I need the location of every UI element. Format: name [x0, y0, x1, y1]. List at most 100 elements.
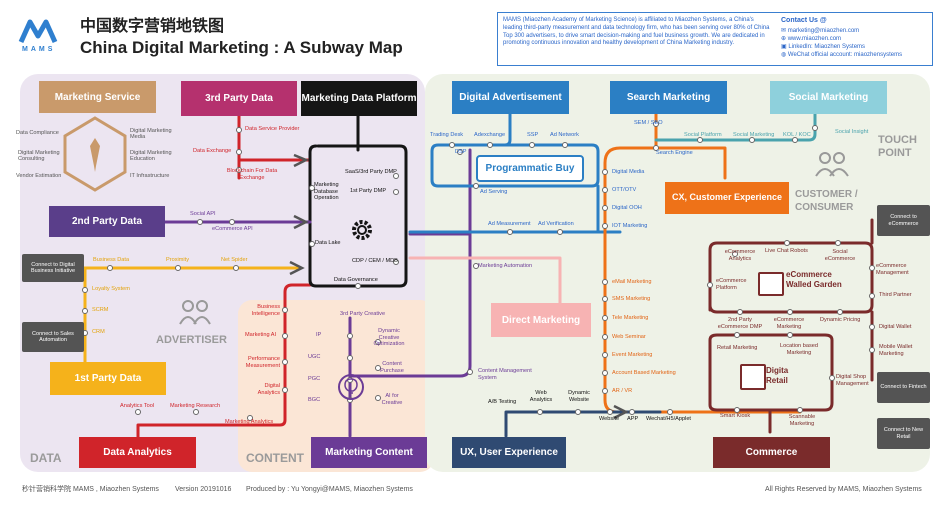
st-sem-seo: SEM / SEO — [634, 120, 663, 126]
connect-digital-business[interactable]: Connect to Digital Business Initiative — [22, 254, 84, 282]
st-mobile-wallet: Mobile Wallet Marketing — [879, 344, 913, 357]
st-perf: Performance Measurement — [245, 356, 280, 369]
st-ad-serving: Ad Serving — [480, 189, 508, 195]
box-marketing-data-platform[interactable]: Marketing Data Platform — [301, 81, 417, 116]
title-cn: 中国数字营销地铁图 — [80, 18, 225, 35]
connect-sales-automation[interactable]: Connect to Sales Automation — [22, 322, 84, 352]
footer-left: 秒针营销科学院 MAMS , Miaozhen Systems — [22, 486, 159, 493]
st-ec-marketing: eCommerce Marketing — [773, 317, 805, 330]
box-marketing-service[interactable]: Marketing Service — [39, 81, 156, 113]
contact-web[interactable]: ⊕ www.miaozhen.com — [781, 36, 842, 43]
st-abm: Account Based Marketing — [612, 370, 676, 376]
box-third-party-data[interactable]: 3rd Party Data — [181, 81, 297, 116]
contact-linkedin[interactable]: ▣ LinkedIn: Miaozhen Systems — [781, 44, 866, 51]
st-ar-vr: AR / VR — [612, 388, 633, 394]
st-digital-analytics: Digital Analytics — [257, 383, 280, 396]
st-marketing-automation: Marketing Automation — [478, 263, 533, 269]
globe-icon: ⊕ — [781, 36, 788, 43]
st-location-marketing: Location based Marketing — [780, 343, 818, 356]
box-data-analytics[interactable]: Data Analytics — [79, 437, 196, 468]
box-ux[interactable]: UX, User Experience — [452, 437, 566, 468]
box-direct-marketing[interactable]: Direct Marketing — [491, 303, 591, 337]
service-consulting: Digital Marketing Consulting — [18, 150, 60, 163]
mams-logo-icon — [18, 19, 58, 44]
st-ec-management: eCommerce Management — [876, 263, 909, 276]
box-digital-advertisement[interactable]: Digital Advertisement — [452, 81, 569, 114]
st-digital-shop: Digital Shop Management — [836, 374, 869, 387]
line-blue — [408, 106, 622, 234]
st-saas-dmp: SaaS/3rd Party DMP — [345, 169, 397, 175]
gear-icon — [346, 214, 378, 246]
contact-email[interactable]: ✉ marketing@miaozhen.com — [781, 28, 860, 34]
box-second-party-data[interactable]: 2nd Party Data — [49, 206, 165, 237]
box-cx[interactable]: CX, Customer Experience — [665, 182, 789, 214]
st-retail-marketing: Retail Marketing — [717, 345, 758, 351]
st-event: Event Marketing — [612, 352, 653, 358]
box-commerce[interactable]: Commerce — [713, 437, 830, 468]
line-teal — [654, 106, 817, 142]
st-ecommerce-api: eCommerce API — [212, 226, 253, 232]
st-scannable: Scannable Marketing — [788, 414, 816, 427]
zone-customer: CUSTOMER / CONSUMER — [795, 189, 858, 213]
st-cdp: CDP / CEM / MDB — [352, 258, 398, 264]
connect-ecommerce[interactable]: Connect to eCommerce — [877, 205, 930, 236]
st-third-partner: Third Partner — [879, 292, 912, 298]
st-dsp: DSP — [455, 149, 467, 155]
st-marketing-analytics: Marketing Analytics — [225, 419, 274, 425]
st-ec-analytics: eCommerce Analytics — [724, 249, 756, 262]
service-education: Digital Marketing Education — [130, 150, 172, 163]
customer-icon — [813, 150, 853, 180]
st-app: APP — [627, 416, 639, 422]
connect-new-retail[interactable]: Connect to New Retail — [877, 418, 930, 449]
st-analytics-tool: Analytics Tool — [120, 403, 155, 409]
box-marketing-content[interactable]: Marketing Content — [311, 437, 427, 468]
ecommerce-icon — [758, 272, 784, 296]
box-search-marketing[interactable]: Search Marketing — [610, 81, 727, 114]
box-programmatic-buy[interactable]: Programmatic Buy — [476, 155, 584, 182]
footer-produced: Produced by : Yu Yongyi@MAMS, Miaozhen S… — [246, 486, 413, 493]
box-first-party-data[interactable]: 1st Party Data — [50, 362, 166, 395]
st-ad-verification: Ad Verification — [538, 221, 574, 227]
zone-advertiser: ADVERTISER — [156, 334, 227, 346]
st-data-governance: Data Governance — [334, 277, 378, 283]
st-digital-wallet: Digital Wallet — [879, 324, 912, 330]
wechat-icon: ◍ — [781, 52, 788, 59]
title-en: China Digital Marketing : A Subway Map — [80, 38, 403, 57]
line-brown — [708, 218, 874, 434]
zone-touch-point: TOUCH POINT — [878, 134, 917, 159]
linkedin-icon: ▣ — [781, 44, 789, 51]
st-dco: Dynamic Creative Optimization — [373, 328, 405, 348]
st-wechat: Wechat/H5/Applet — [646, 416, 691, 422]
st-digital-media: Digital Media — [612, 169, 645, 175]
st-ai-creative: AI for Creative — [381, 393, 403, 406]
st-ip: IP — [316, 332, 322, 338]
service-media: Digital Marketing Media — [130, 128, 172, 141]
st-mdo: Marketing Database Operation — [314, 182, 339, 202]
st-social-insight: Social Insight — [835, 129, 869, 135]
box-social-marketing[interactable]: Social Marketing — [770, 81, 887, 114]
line-pink — [408, 256, 562, 305]
mams-logo: MAMS — [18, 16, 68, 54]
connect-fintech[interactable]: Connect to Fintech — [877, 372, 930, 403]
st-dynamic-website: Dynamic Website — [568, 390, 590, 403]
st-trading-desk: Trading Desk — [430, 132, 464, 138]
st-ugc: UGC — [308, 354, 321, 360]
contact-wechat[interactable]: ◍ WeChat official account: miaozhensyste… — [781, 52, 903, 59]
about-box — [497, 12, 933, 66]
footer-version: Version 20191016 — [175, 486, 232, 493]
st-second-dmp: 2nd Party eCommerce DMP — [717, 317, 763, 330]
ecommerce-wg-label: eCommerce Walled Garden — [786, 270, 842, 289]
logo-text: MAMS — [22, 46, 56, 53]
email-icon: ✉ — [781, 28, 788, 34]
st-ec-platform: eCommerce Platform — [716, 278, 747, 291]
contact-list: ✉ marketing@miaozhen.com ⊕ www.miaozhen.… — [781, 27, 902, 59]
st-web-analytics: Web Analytics — [529, 390, 553, 403]
contact-title: Contact Us @ — [781, 17, 827, 24]
lightbulb-icon — [336, 372, 366, 402]
st-sms: SMS Marketing — [612, 296, 651, 302]
st-iot: IOT Marketing — [612, 223, 648, 229]
st-dynamic-pricing: Dynamic Pricing — [820, 317, 861, 323]
line-red — [136, 104, 312, 442]
st-scrm: SCRM — [92, 307, 109, 313]
